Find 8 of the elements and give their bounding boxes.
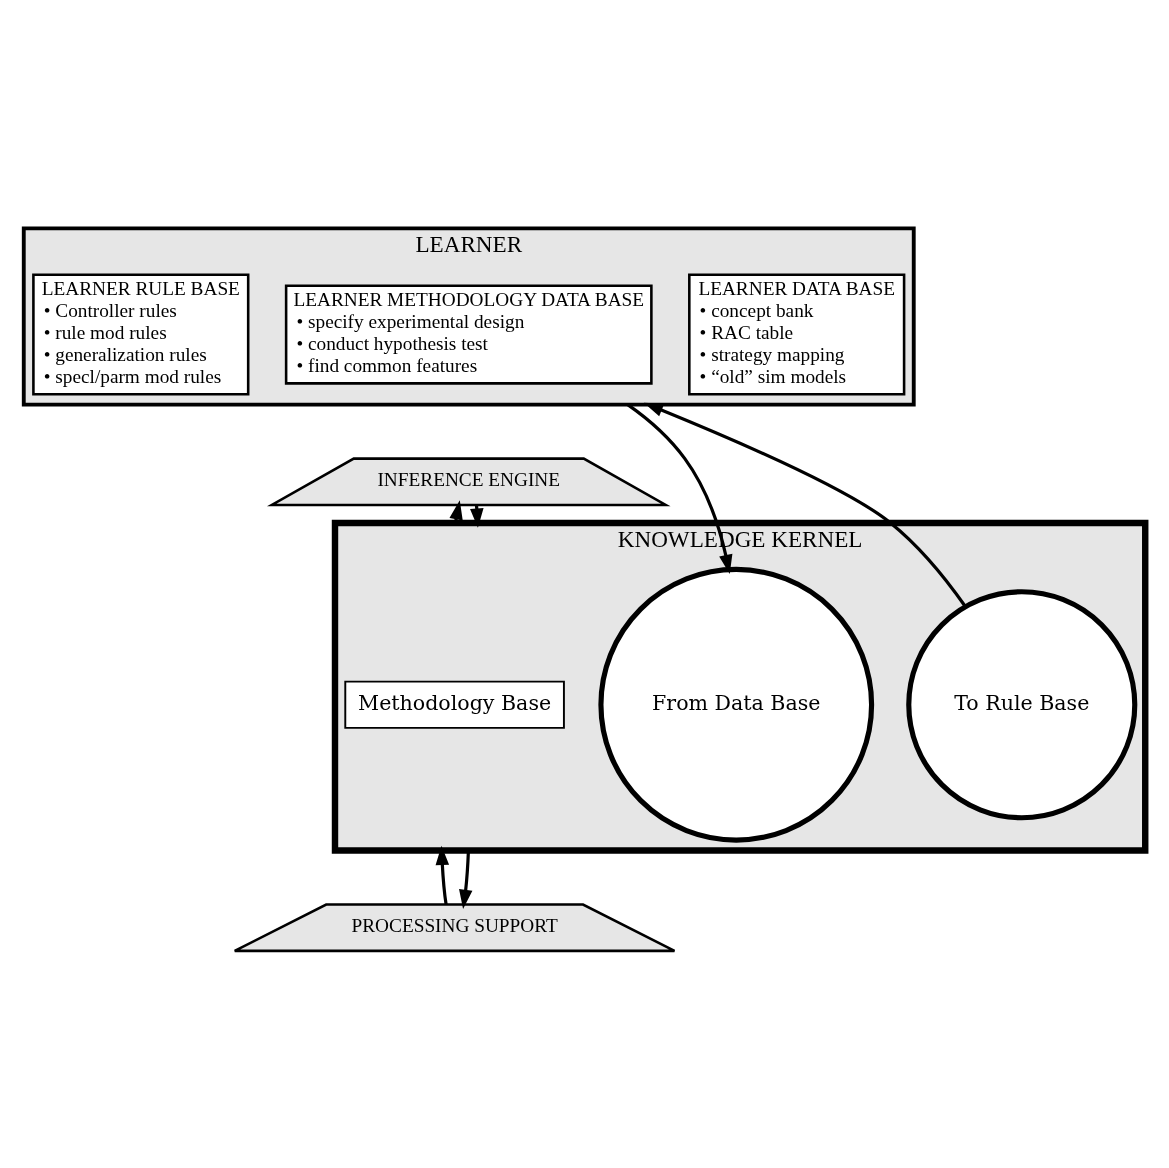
node-box: LEARNER METHODOLOGY DATA BASE • specify experimental design • conduct hypothesis test • find common features	[284, 283, 653, 385]
node-box: LEARNER RULE BASE • Controller rules • rule mod rules • generalization rules • specl/parm mod rules	[32, 272, 250, 396]
node-circle: From Data Base	[598, 566, 875, 843]
node-circle: To Rule Base	[906, 588, 1138, 820]
arrow	[643, 402, 967, 607]
node-box: LEARNER DATA BASE • concept bank • RAC table • strategy mapping • “old” sim models	[688, 272, 906, 396]
node-box: Methodology Base	[344, 680, 565, 729]
arrow	[435, 845, 450, 904]
